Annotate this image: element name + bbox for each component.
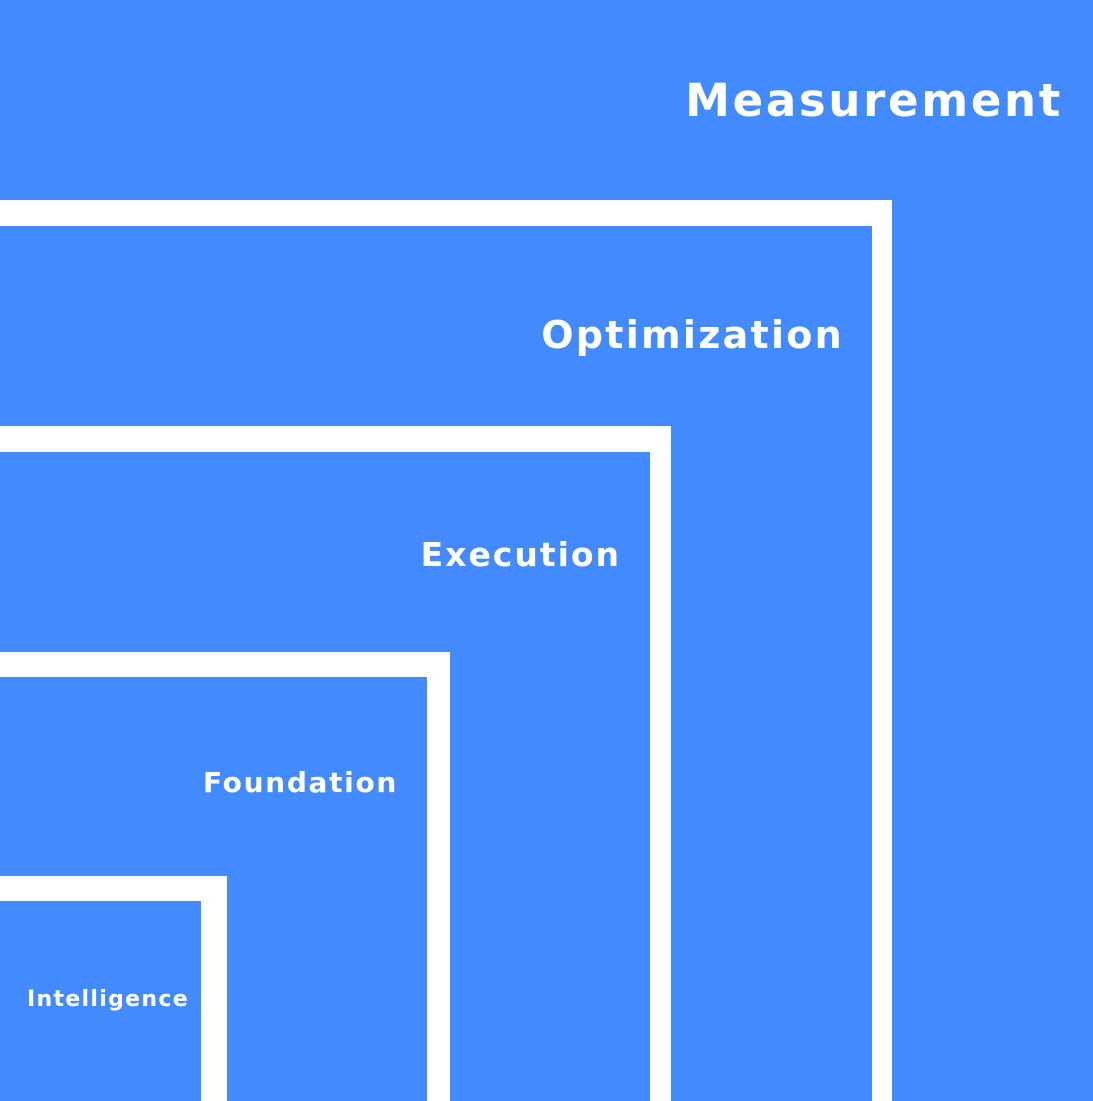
layer-label-optimization: Optimization [541,313,844,357]
layer-label-measurement: Measurement [685,74,1063,127]
layer-label-foundation: Foundation [203,766,398,799]
layer-intelligence: Intelligence [0,901,201,1101]
layer-label-intelligence: Intelligence [26,987,189,1012]
layer-label-execution: Execution [420,535,621,574]
